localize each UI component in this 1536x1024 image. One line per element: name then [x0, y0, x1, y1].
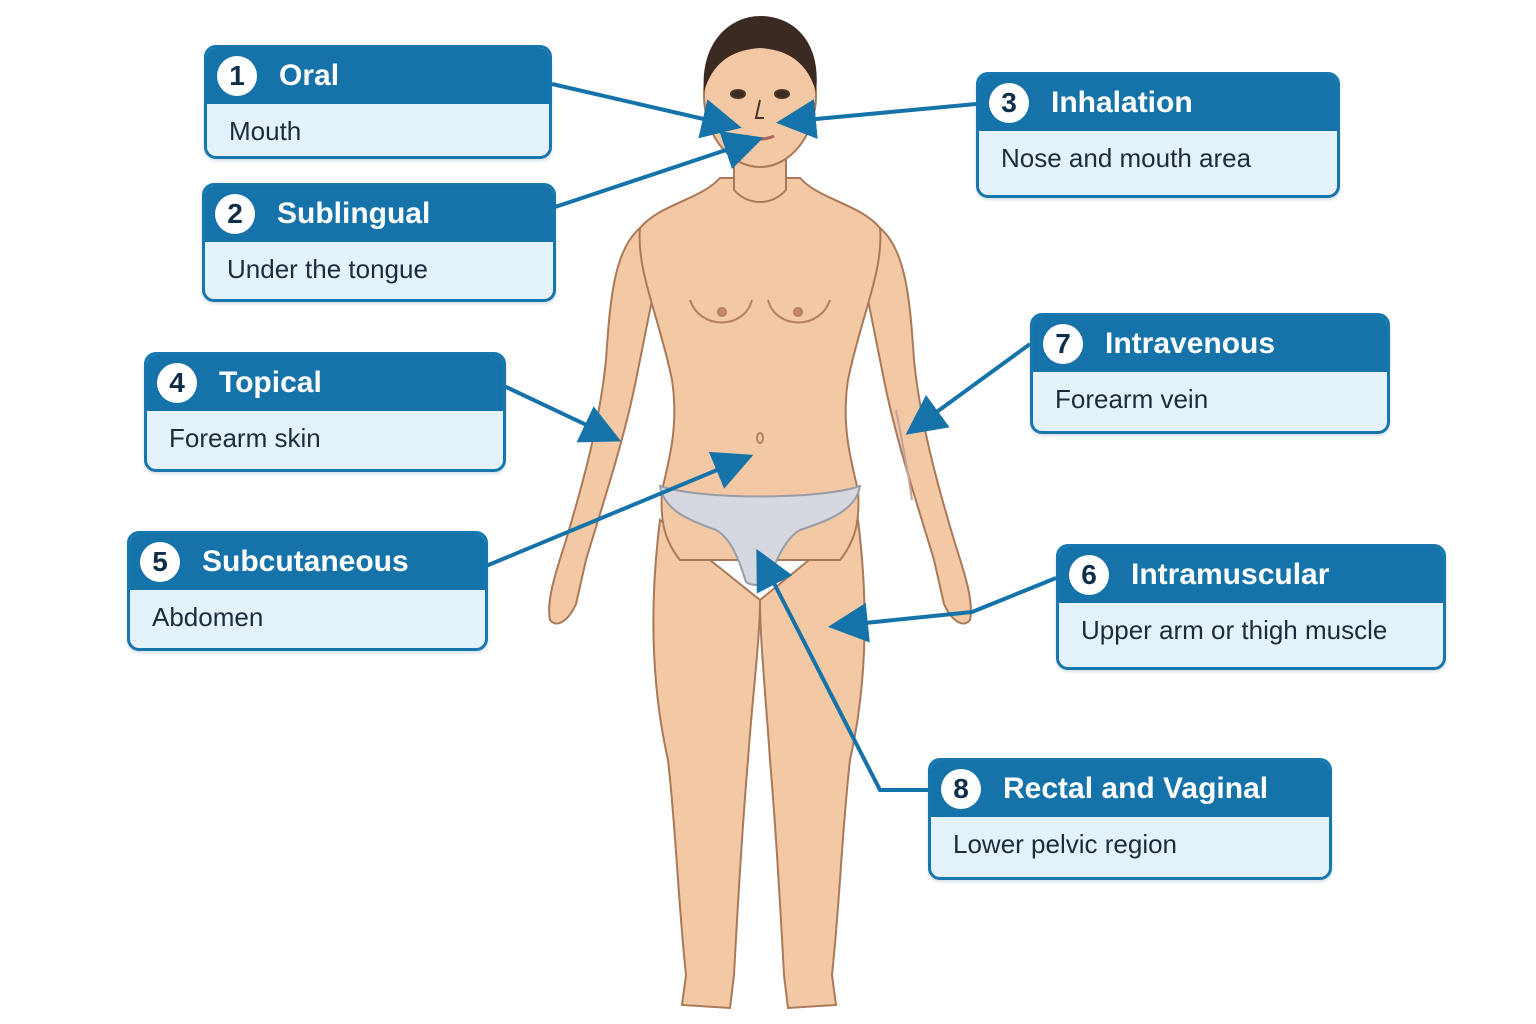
callout-inhalation: 3 Inhalation Nose and mouth area: [976, 72, 1340, 198]
callout-title: Rectal and Vaginal: [1003, 772, 1269, 805]
left-arm: [548, 226, 662, 625]
callout-number: 4: [157, 363, 197, 403]
arrow-intramuscular: [828, 576, 1057, 643]
arrow-intravenous: [905, 342, 1032, 435]
arrows: [485, 82, 1057, 792]
left-nipple: [717, 307, 727, 317]
callout-title: Intramuscular: [1131, 558, 1330, 591]
nose: [754, 99, 764, 119]
callout-description: Upper arm or thigh muscle: [1081, 615, 1388, 645]
callout-description: Forearm vein: [1055, 384, 1209, 414]
callout-number: 1: [217, 56, 257, 96]
callout-rectal-vaginal: 8 Rectal and Vaginal Lower pelvic region: [928, 758, 1332, 880]
arrow-rectal-vaginal: [756, 548, 928, 792]
callout-description: Under the tongue: [227, 254, 428, 284]
callout-title: Topical: [219, 366, 322, 399]
hair: [703, 16, 817, 92]
callout-header: 2 Sublingual: [205, 186, 553, 242]
callout-header: 7 Intravenous: [1033, 316, 1387, 372]
callout-number: 6: [1069, 555, 1109, 595]
callout-topical: 4 Topical Forearm skin: [144, 352, 506, 472]
arrow-sublingual: [551, 131, 764, 210]
torso: [638, 177, 882, 561]
arrow-subcutaneous: [485, 451, 754, 568]
callout-description: Abdomen: [152, 602, 264, 632]
callout-subcutaneous: 5 Subcutaneous Abdomen: [127, 531, 488, 651]
callout-description: Forearm skin: [169, 423, 321, 453]
callout-description: Nose and mouth area: [1001, 143, 1252, 173]
arrow-oral: [551, 82, 742, 139]
left-leg: [652, 518, 762, 1010]
callout-intramuscular: 6 Intramuscular Upper arm or thigh muscl…: [1056, 544, 1446, 670]
right-nipple: [793, 307, 803, 317]
callout-number: 2: [215, 194, 255, 234]
callout-title: Oral: [279, 59, 340, 92]
callout-description: Mouth: [229, 116, 302, 146]
callout-header: 6 Intramuscular: [1059, 547, 1443, 603]
arrow-topical: [503, 384, 622, 443]
left-eye: [730, 89, 746, 99]
right-eye: [774, 89, 790, 99]
callout-intravenous: 7 Intravenous Forearm vein: [1030, 313, 1390, 434]
body-details: [689, 299, 913, 501]
right-leg: [758, 518, 866, 1010]
callout-title: Inhalation: [1051, 86, 1193, 119]
callout-title: Subcutaneous: [202, 545, 409, 578]
callout-header: 5 Subcutaneous: [130, 534, 485, 590]
callout-header: 4 Topical: [147, 355, 503, 411]
callout-header: 8 Rectal and Vaginal: [931, 761, 1329, 817]
forearm-vein: [895, 409, 913, 501]
callout-header: 1 Oral: [207, 48, 549, 104]
callout-number: 7: [1043, 324, 1083, 364]
callout-oral: 1 Oral Mouth: [204, 45, 552, 159]
callout-number: 5: [140, 542, 180, 582]
callout-number: 3: [989, 83, 1029, 123]
callout-title: Sublingual: [277, 197, 431, 230]
arrow-inhalation: [776, 99, 977, 139]
callout-sublingual: 2 Sublingual Under the tongue: [202, 183, 556, 302]
callout-header: 3 Inhalation: [979, 75, 1337, 131]
navel: [756, 432, 764, 444]
callout-description: Lower pelvic region: [953, 829, 1178, 859]
callout-number: 8: [941, 769, 981, 809]
callout-title: Intravenous: [1105, 327, 1276, 360]
